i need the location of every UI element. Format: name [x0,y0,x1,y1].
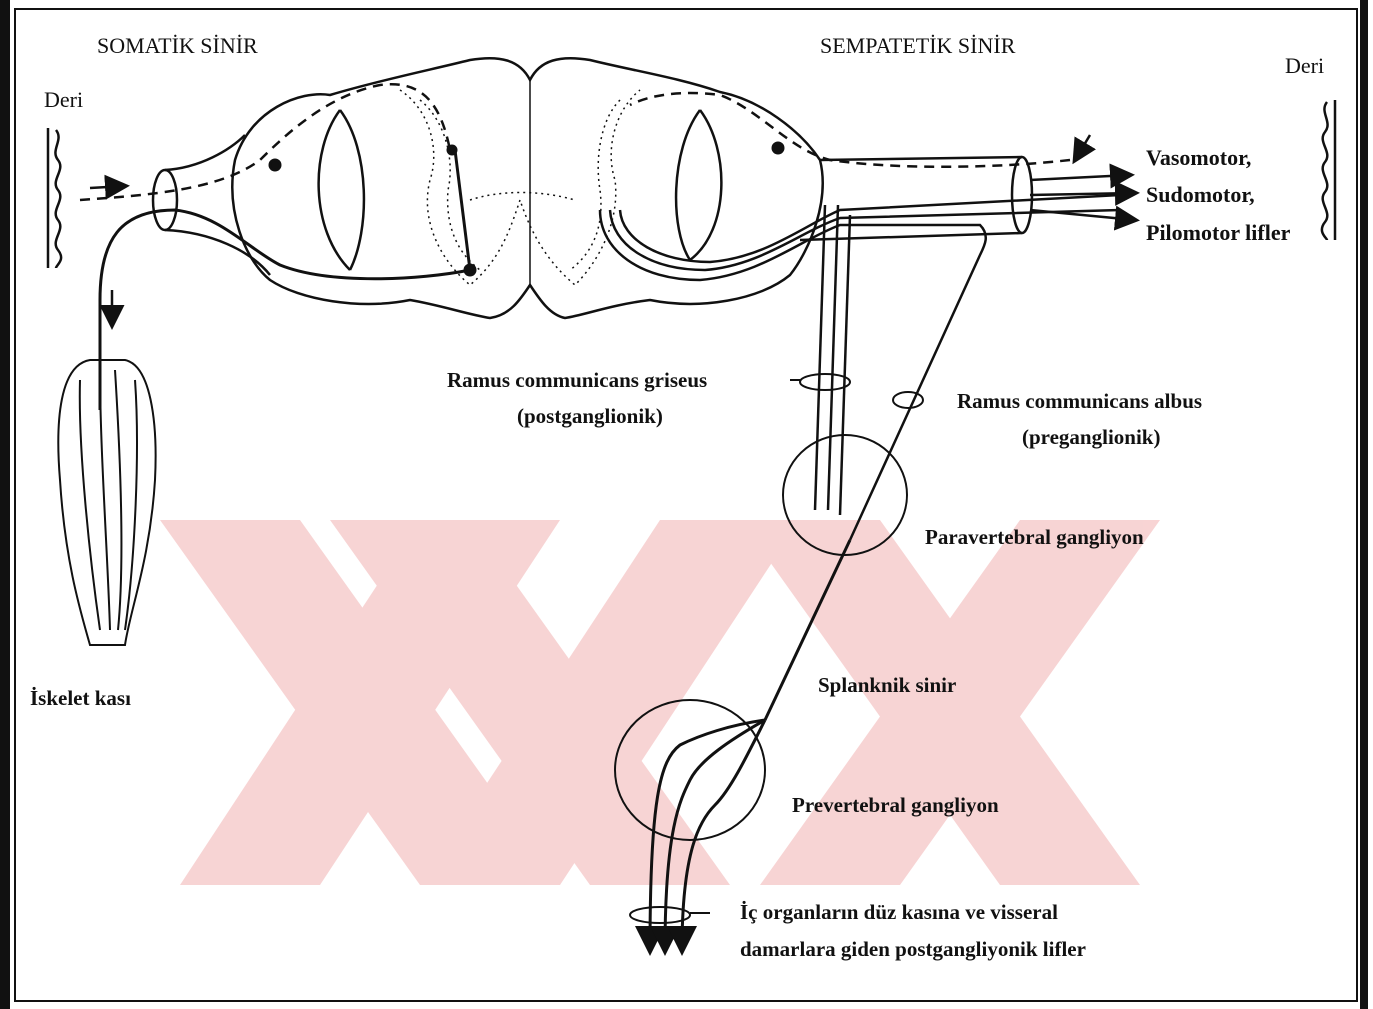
skeletal-muscle-label: İskelet kası [30,686,131,711]
somatic-title: SOMATİK SİNİR [97,33,258,59]
skin-right [1322,100,1335,240]
vasomotor-label: Vasomotor, [1146,145,1251,171]
grey-matter [400,90,640,285]
paravertebral-label: Paravertebral gangliyon [925,525,1144,550]
watermark-logo [160,520,1160,885]
skin-left [48,128,61,268]
sudomotor-label: Sudomotor, [1146,182,1255,208]
visceral-fibers-label: İç organların düz kasına ve visseral [740,900,1058,925]
griseus-label: Ramus communicans griseus [447,368,707,393]
griseus-sublabel: (postganglionik) [517,404,663,429]
somatic-nerve-tube [153,135,270,275]
albus-sublabel: (preganglionik) [1022,425,1160,450]
skeletal-muscle [58,360,155,645]
sensory-pathway [80,84,1070,200]
sympathetic-fibers [600,175,1135,540]
skin-right-label: Deri [1285,53,1324,79]
sympathetic-title: SEMPATETİK SİNİR [820,33,1015,59]
pilomotor-label: Pilomotor lifler [1146,220,1290,246]
spinal-cord [232,58,822,318]
albus-label: Ramus communicans albus [957,389,1202,414]
visceral-fibers-sublabel: damarlara giden postgangliyonik lifler [740,937,1086,962]
dorsal-horns [319,110,722,270]
skin-left-label: Deri [44,87,83,113]
splanchnic-label: Splanknik sinir [818,673,956,698]
prevertebral-label: Prevertebral gangliyon [792,793,999,818]
